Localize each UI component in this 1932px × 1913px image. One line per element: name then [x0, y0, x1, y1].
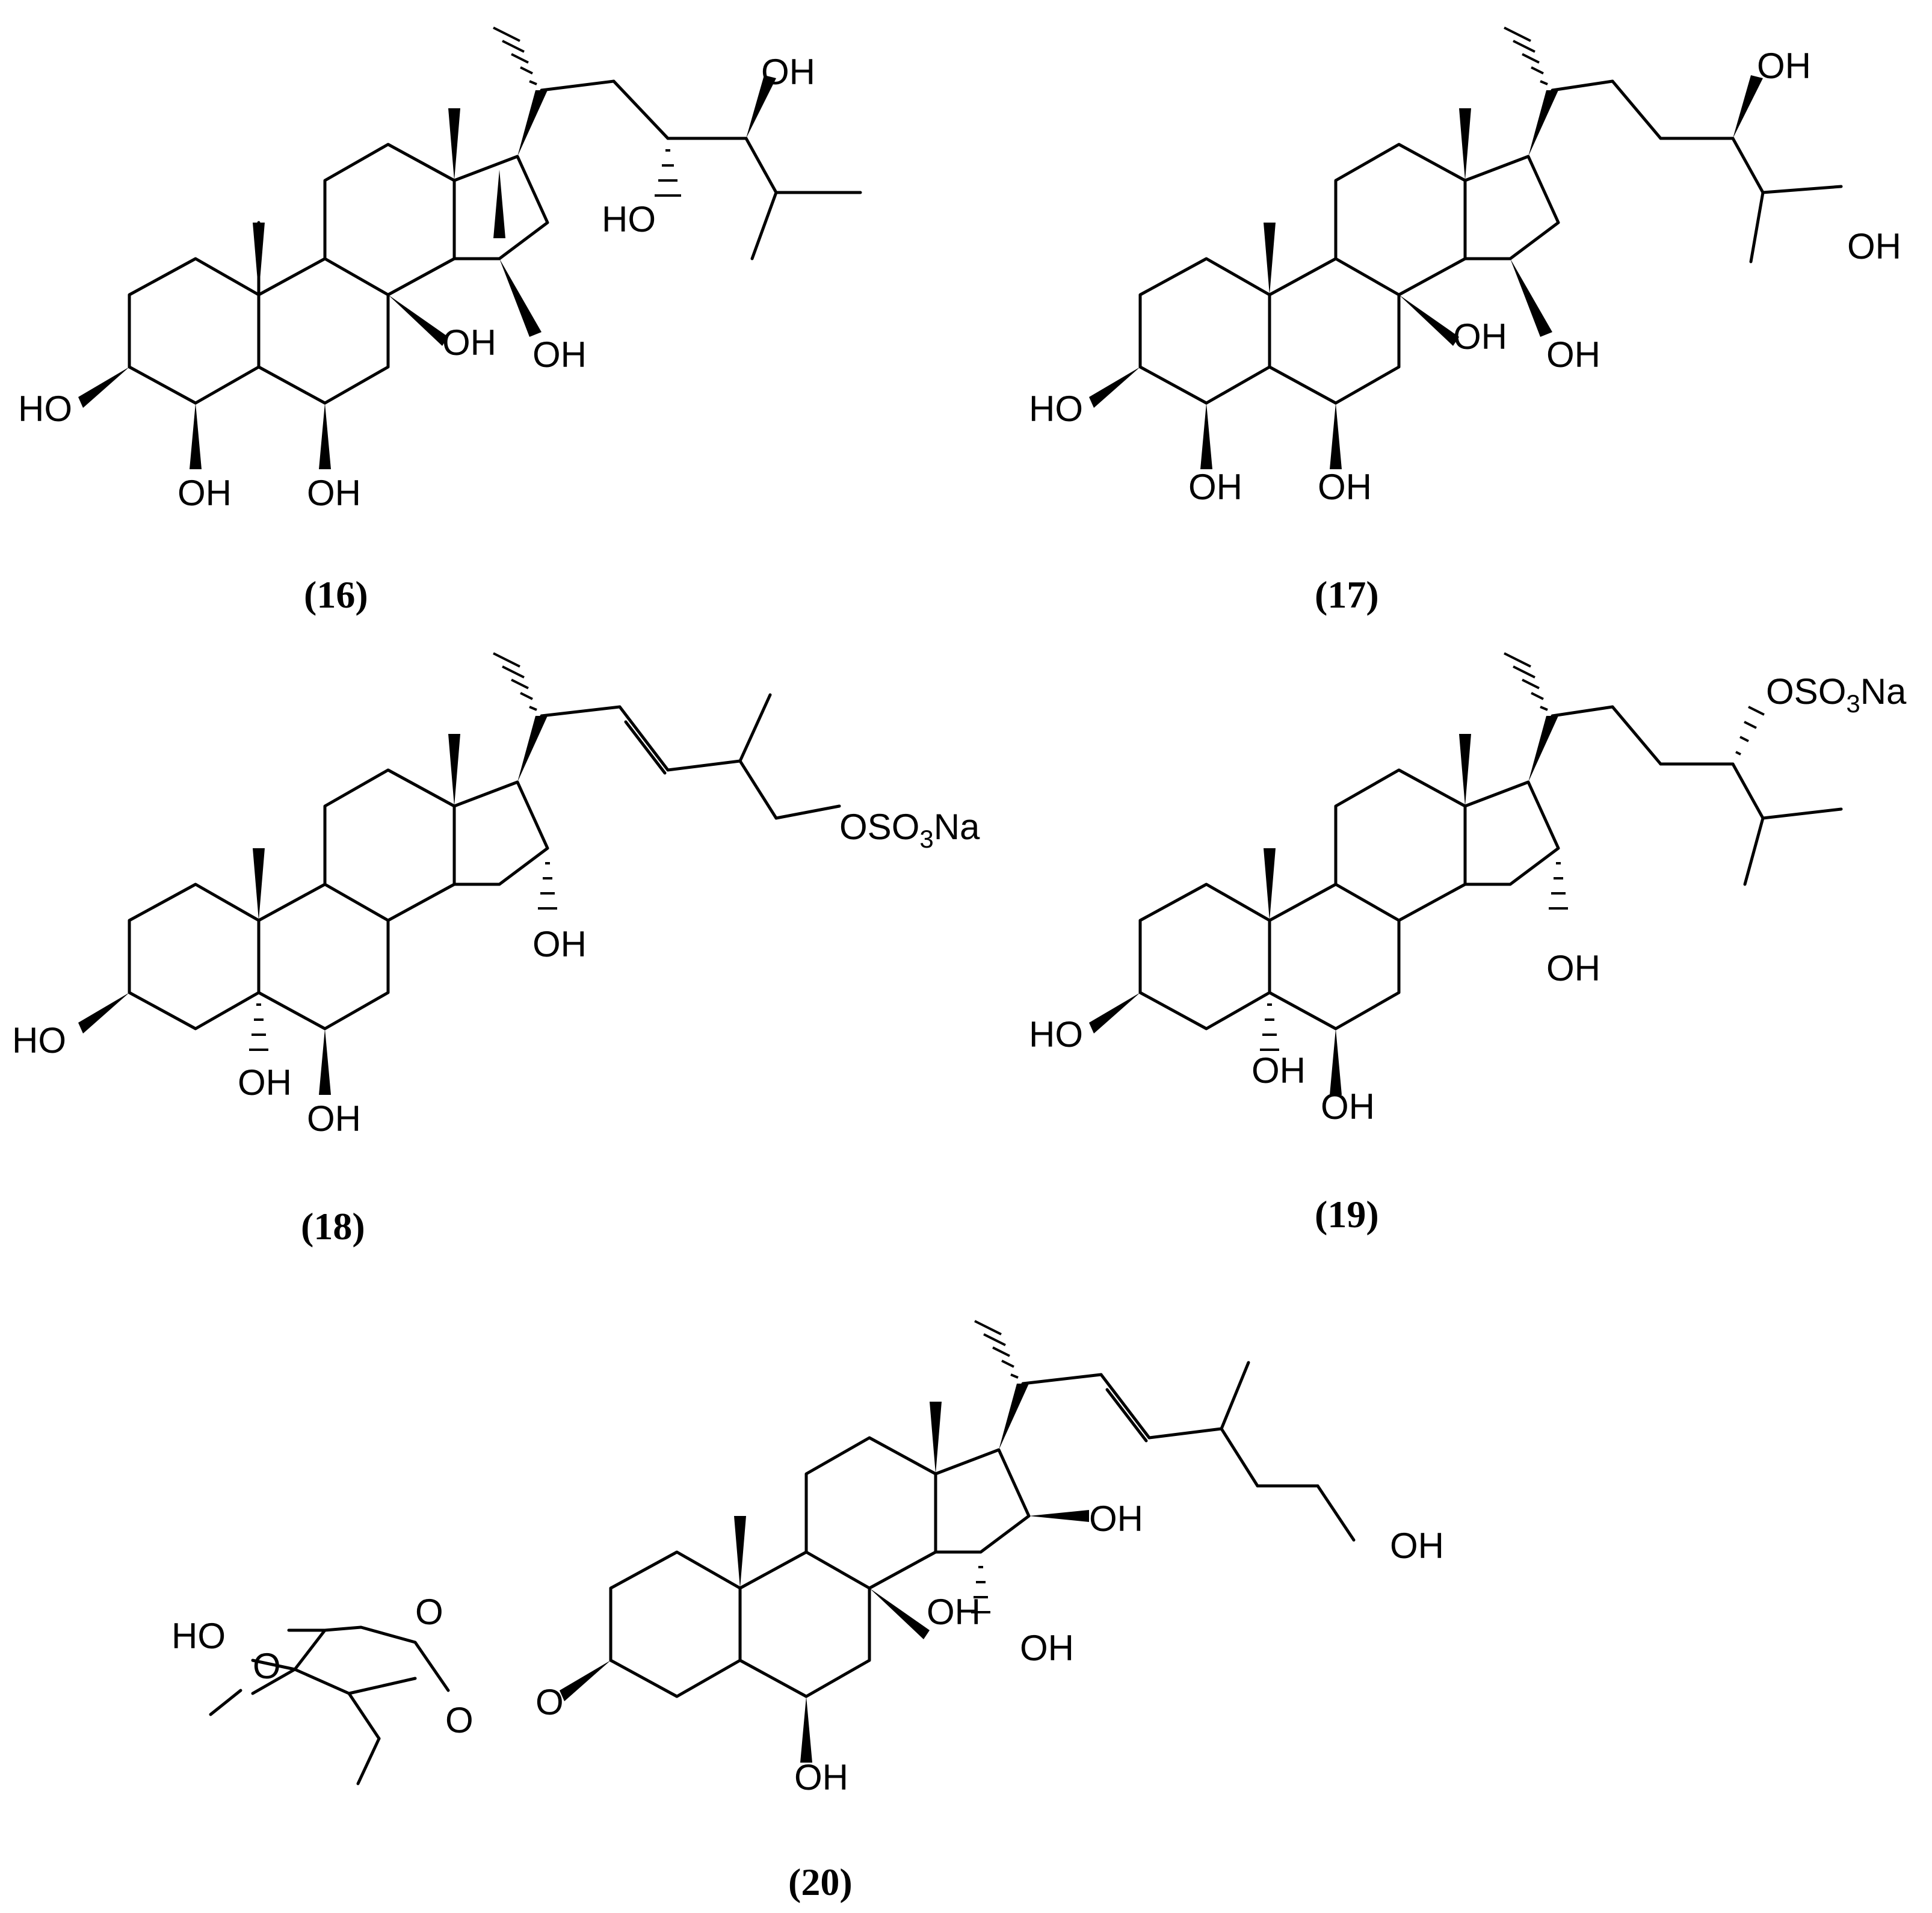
structure-17 — [1089, 26, 1843, 469]
label-16-oh-14: OH — [442, 322, 496, 363]
label-16-oh-15: OH — [532, 334, 587, 375]
label-20-ring-oxygen: O — [415, 1592, 443, 1632]
caption-19: (19) — [1315, 1193, 1379, 1236]
label-19-oh-15: OH — [1546, 948, 1600, 988]
label-18-oh-5: OH — [238, 1062, 292, 1103]
label-17-oh-4: OH — [1188, 467, 1242, 507]
label-17-oh-24: OH — [1757, 46, 1811, 86]
structure-20 — [209, 1320, 1356, 1785]
caption-20: (20) — [788, 1861, 853, 1903]
label-20-oh-15: OH — [1020, 1628, 1074, 1668]
labels-17: OH OH OH OH HO OH OH (17) — [1029, 46, 1901, 616]
structure-16 — [78, 26, 862, 469]
label-18-oh-6: OH — [307, 1098, 361, 1139]
label-16-oh-24: OH — [761, 52, 815, 92]
label-19-oh-3: HO — [1029, 1014, 1083, 1055]
label-17-oh-3: HO — [1029, 389, 1083, 429]
label-18-oh-15: OH — [532, 924, 587, 964]
label-18-sulfate: OSO3Na — [839, 807, 980, 853]
label-17-oh-15: OH — [1546, 334, 1600, 375]
label-20-oh-16: OH — [1089, 1499, 1143, 1539]
label-16-oh-3: HO — [18, 389, 72, 429]
label-19-oh-5: OH — [1251, 1050, 1306, 1091]
labels-19: OSO3Na OH HO OH OH (19) — [1029, 671, 1907, 1236]
labels-16: OH HO OH OH HO OH OH (16) — [18, 52, 815, 616]
label-19-sulfate: OSO3Na — [1766, 671, 1907, 718]
label-20-glycosidic-oxygen: O — [535, 1682, 564, 1722]
labels-20: OH OH OH OH OH O HO O O O (20) — [171, 1499, 1444, 1903]
label-17-oh-14: OH — [1453, 316, 1507, 357]
label-20-methoxy-2: O — [445, 1700, 474, 1740]
label-16-oh-23: HO — [602, 199, 656, 239]
label-20-oh-8: OH — [927, 1592, 981, 1632]
label-17-oh-25: OH — [1847, 226, 1901, 266]
caption-17: (17) — [1315, 573, 1379, 616]
structure-19 — [1089, 652, 1843, 1095]
label-20-oh-26: OH — [1390, 1526, 1444, 1566]
label-20-sugar-oh: HO — [171, 1616, 226, 1656]
label-16-oh-6: OH — [307, 473, 361, 513]
labels-18: OSO3Na OH HO OH OH (18) — [12, 807, 980, 1248]
caption-16: (16) — [304, 573, 368, 616]
label-20-oh-6: OH — [794, 1757, 848, 1797]
label-18-oh-3: HO — [12, 1020, 66, 1061]
caption-18: (18) — [301, 1205, 365, 1248]
label-17-oh-6: OH — [1318, 467, 1372, 507]
label-19-oh-6: OH — [1321, 1086, 1375, 1127]
label-20-methoxy-3: O — [253, 1646, 281, 1686]
structure-18 — [78, 652, 841, 1095]
label-16-oh-4: OH — [177, 473, 232, 513]
